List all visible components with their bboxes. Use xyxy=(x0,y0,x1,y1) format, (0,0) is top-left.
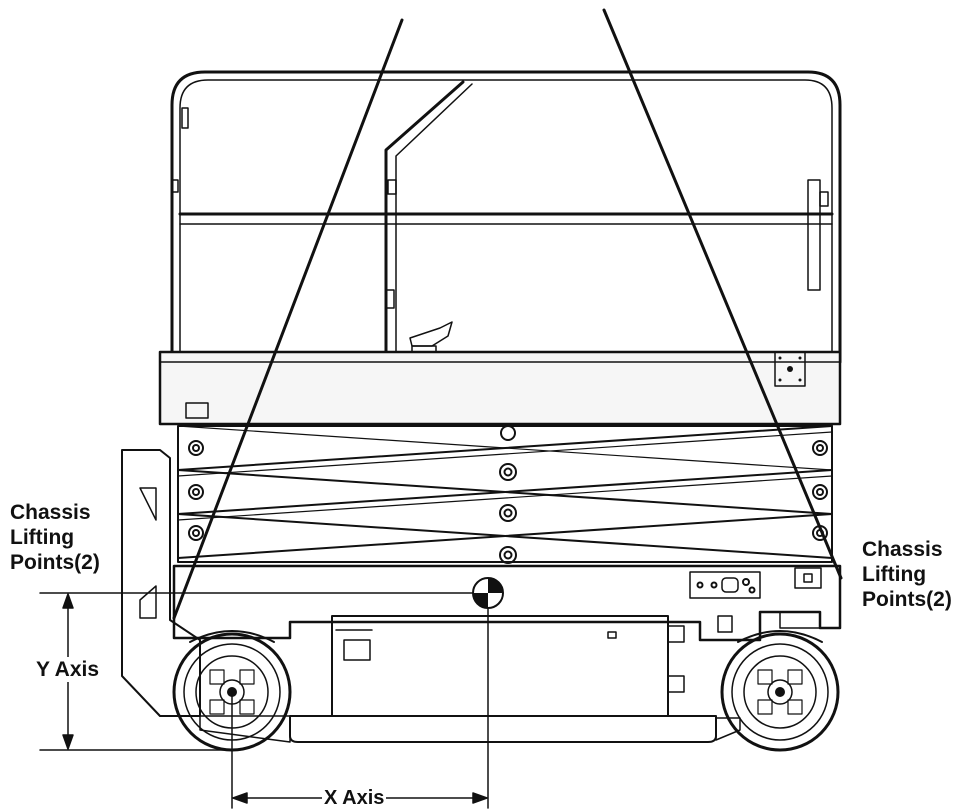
dimension-lines xyxy=(39,592,489,809)
right-lifting-points-label-line-1: Chassis xyxy=(862,538,943,561)
left-lifting-points-label-line-1: Chassis xyxy=(10,501,91,524)
guard-rail xyxy=(170,70,842,364)
left-bracket xyxy=(121,449,201,717)
lifting-cables xyxy=(172,8,843,620)
y-axis-label: Y Axis xyxy=(34,657,102,682)
right-lifting-points-label-line-2: Lifting xyxy=(862,563,927,586)
right-wheel xyxy=(720,630,840,752)
left-lifting-points-label-line-3: Points(2) xyxy=(10,551,100,574)
platform-deck xyxy=(158,350,842,426)
chassis xyxy=(172,564,842,743)
x-axis-label: X Axis xyxy=(322,786,387,811)
right-lifting-points-label-line-3: Points(2) xyxy=(862,588,952,611)
scissor-stack xyxy=(177,425,833,564)
left-lifting-points-label-line-2: Lifting xyxy=(10,526,75,549)
center-of-gravity-icon xyxy=(472,577,504,609)
